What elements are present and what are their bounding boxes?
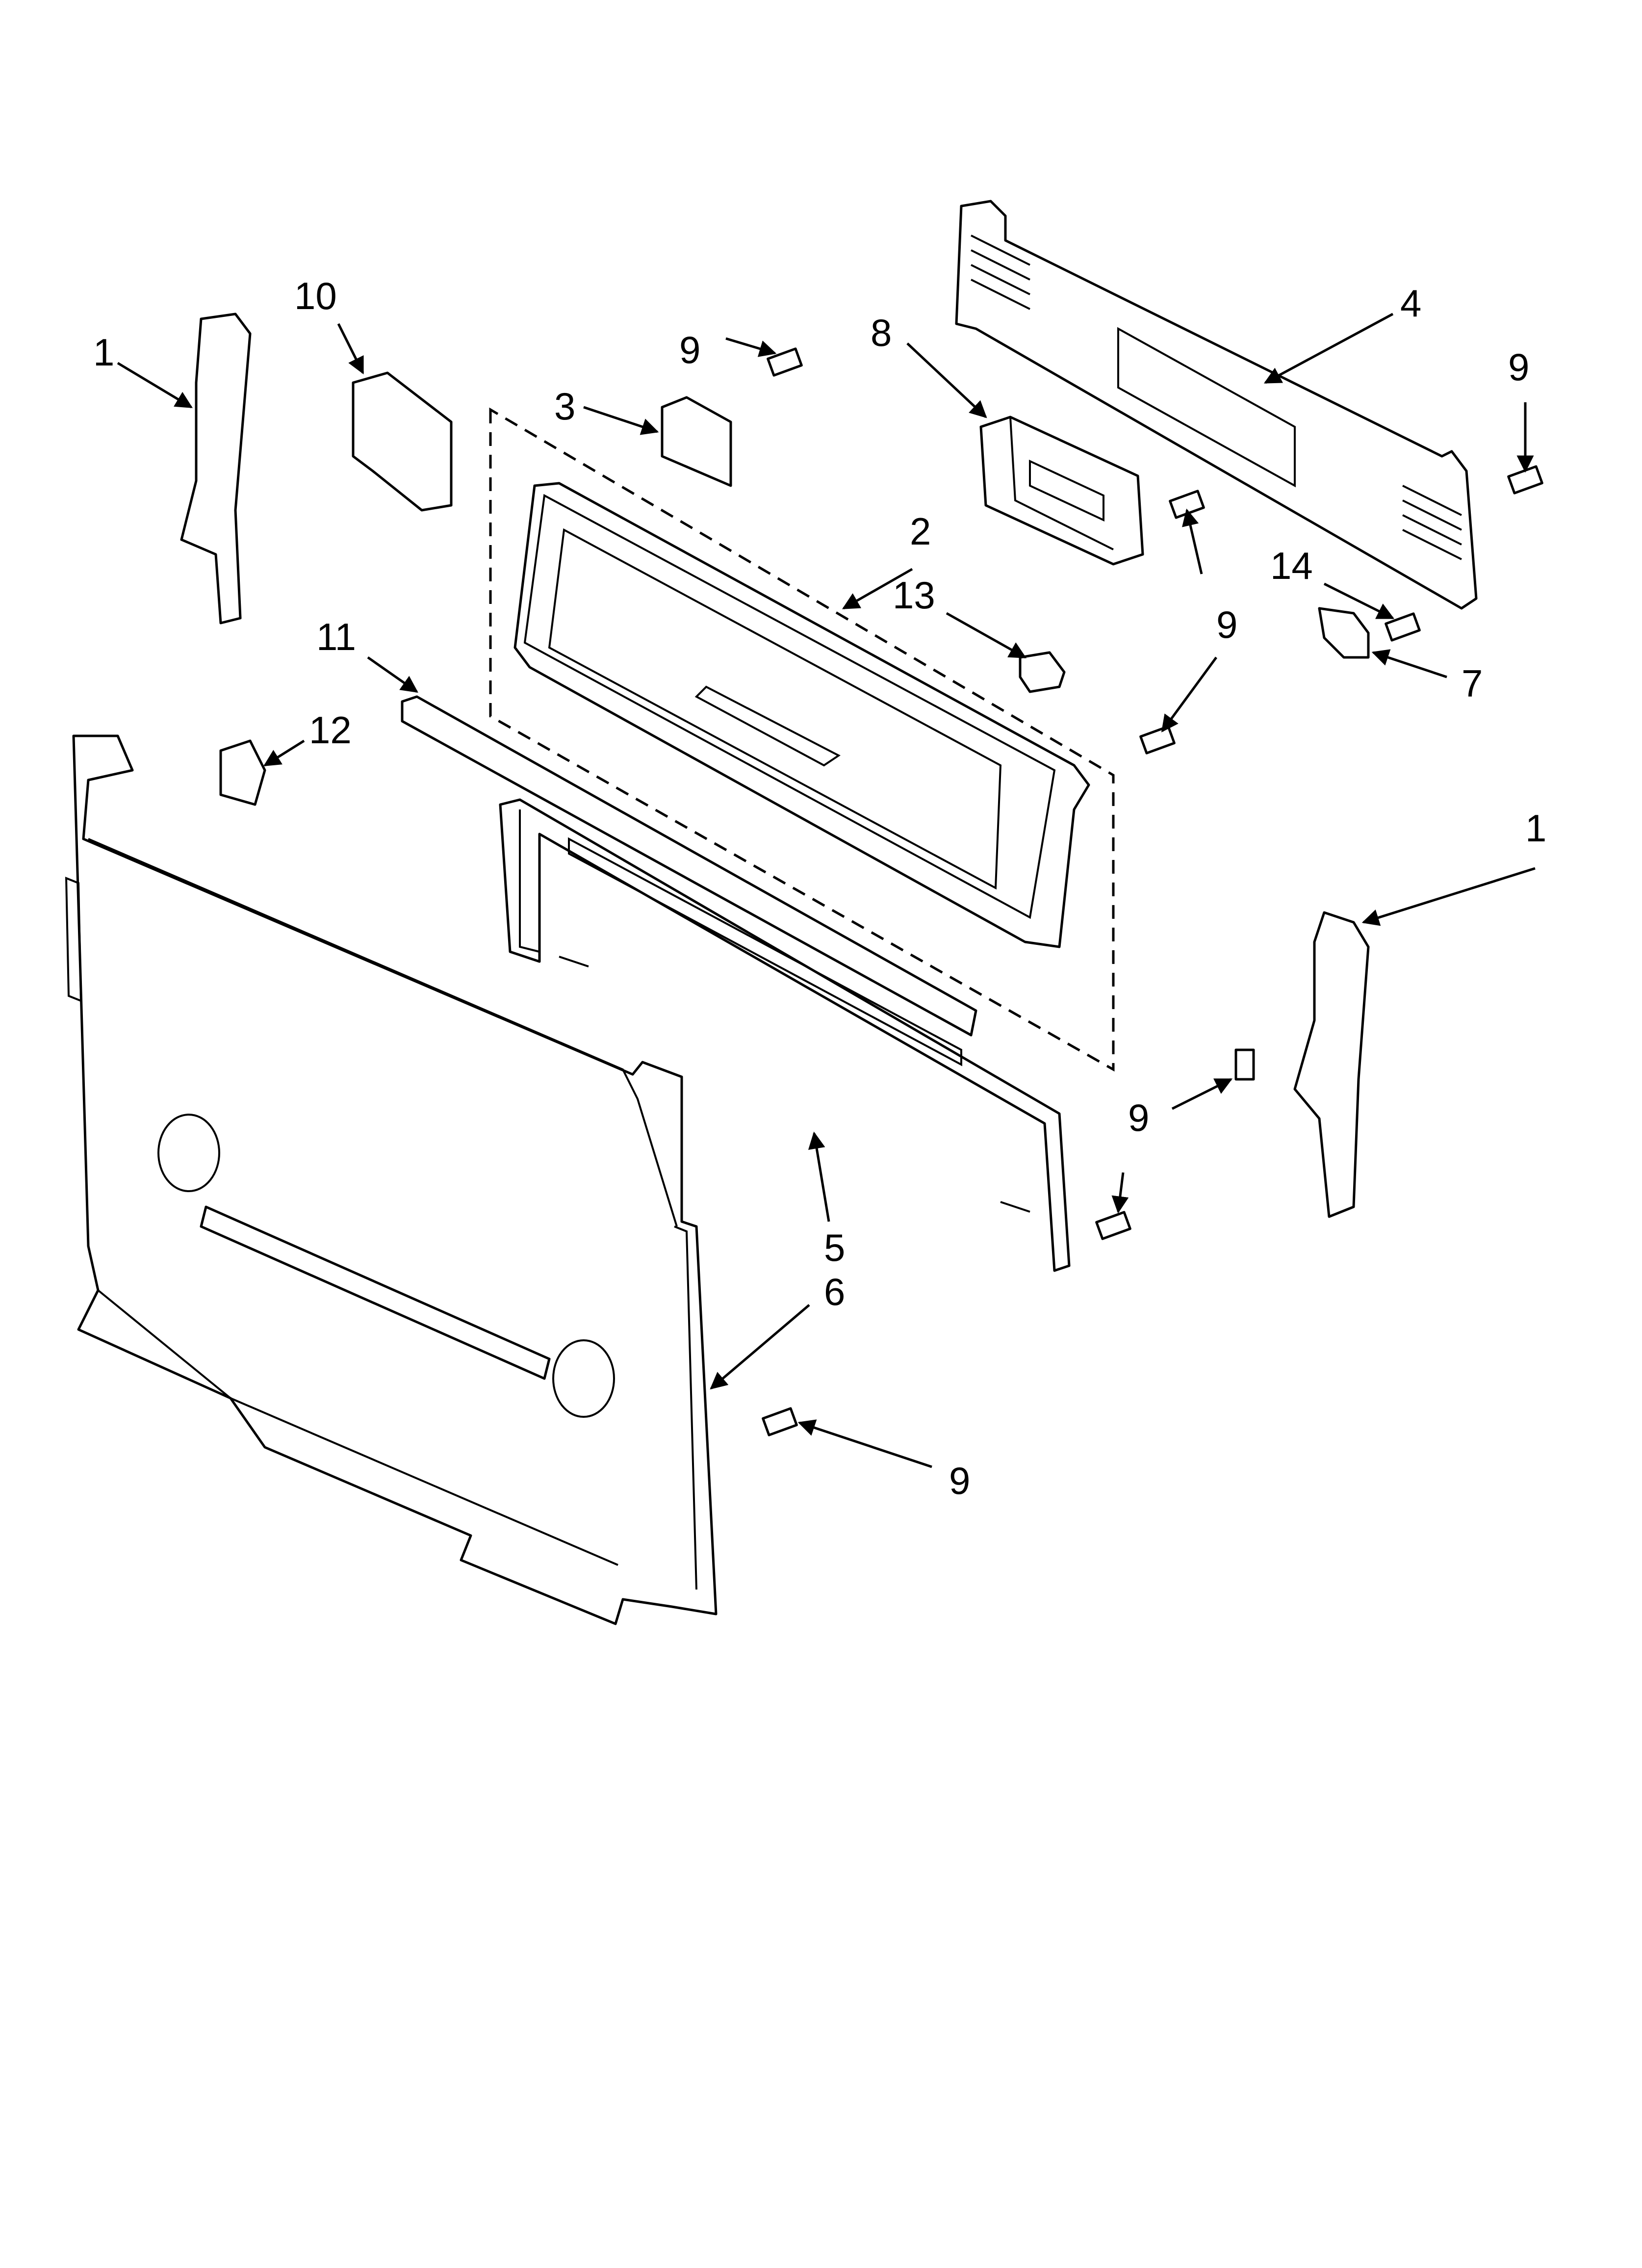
callout-14: 14 — [1270, 544, 1313, 587]
callout-6: 6 — [824, 1270, 845, 1313]
trim-strip-part-11 — [401, 695, 977, 1037]
leader-lines — [117, 313, 1536, 1468]
callout-11: 11 — [316, 615, 356, 658]
callout-9-top: 9 — [679, 328, 700, 371]
control-panel-part-2 — [513, 482, 1090, 948]
callout-9-mid: 9 — [1216, 603, 1237, 646]
electronic-control-part-8 — [979, 416, 1144, 566]
switch-part-13 — [1019, 651, 1066, 693]
front-frame-panel-part-6 — [65, 734, 718, 1625]
callout-5: 5 — [824, 1226, 845, 1269]
clip-part-10 — [352, 371, 453, 512]
screws — [762, 347, 1543, 1436]
callout-8: 8 — [871, 311, 892, 354]
lower-bracket-part-5 — [499, 798, 1071, 1272]
board-part-3 — [661, 396, 732, 487]
side-bracket-left-part-1 — [180, 313, 252, 625]
assembly-dashed-outline — [489, 407, 1115, 1072]
callout-13: 13 — [893, 574, 935, 617]
rear-panel-part-4 — [955, 200, 1478, 610]
callout-1-left: 1 — [93, 331, 114, 374]
bracket-part-7 — [1318, 607, 1370, 659]
callout-9-bottom: 9 — [949, 1459, 970, 1502]
callout-9-right: 9 — [1508, 345, 1529, 389]
callout-7: 7 — [1462, 662, 1483, 705]
callout-4: 4 — [1400, 282, 1421, 325]
callout-1-right: 1 — [1525, 807, 1546, 850]
side-bracket-right-part-1 — [1293, 911, 1370, 1218]
callout-12: 12 — [309, 708, 352, 752]
callout-2: 2 — [910, 510, 931, 553]
clip-part-12 — [219, 739, 266, 806]
callout-9-lower: 9 — [1128, 1096, 1149, 1139]
callout-10: 10 — [294, 274, 337, 317]
callout-3: 3 — [554, 385, 575, 428]
